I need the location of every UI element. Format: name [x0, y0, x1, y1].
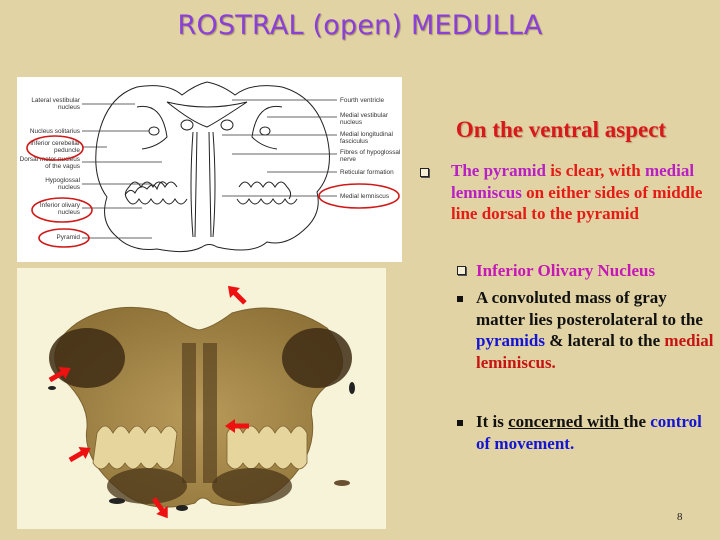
square-bullet-icon	[420, 168, 429, 177]
square-bullet-icon	[457, 266, 466, 275]
arrow-icon	[68, 446, 91, 463]
label-medial-longitudinal-fasciculus: Medial longitudinal	[340, 131, 393, 138]
arrow-icon	[48, 366, 71, 383]
label-fourth-ventricle: Fourth ventricle	[340, 97, 384, 104]
section-heading: On the ventral aspect	[455, 117, 667, 142]
bullet-pyramid-text: The pyramid is clear, with medial lemnis…	[451, 161, 703, 223]
circle-inferior-cerebellar-peduncle	[26, 135, 84, 161]
label-lateral-vestibular-nucleus: Lateral vestibular	[31, 97, 81, 104]
label-nucleus-solitarius: Nucleus solitarius	[30, 128, 80, 135]
label-hypoglossal-nucleus: Hypoglossal	[45, 177, 80, 184]
label-medial-vestibular-nucleus: Medial vestibular	[340, 112, 389, 119]
label-reticular-formation: Reticular formation	[340, 169, 394, 176]
bullet-control-of-movement-text: It is concerned with the control of move…	[476, 412, 702, 453]
bullet-convoluted-mass-text: A convoluted mass of gray matter lies po…	[476, 288, 714, 372]
svg-text:peduncle: peduncle	[54, 147, 80, 154]
label-inferior-olivary-nucleus: Inferior olivary	[40, 202, 81, 209]
svg-text:nucleus: nucleus	[58, 209, 80, 216]
medulla-histology-photo	[17, 268, 386, 529]
red-arrows	[48, 285, 249, 519]
filled-square-bullet-icon	[457, 296, 463, 302]
arrow-icon	[227, 285, 247, 305]
medulla-line-diagram: Lateral vestibular nucleus Nucleus solit…	[17, 77, 402, 262]
svg-text:nucleus: nucleus	[58, 184, 80, 191]
circle-medial-lemniscus	[318, 183, 400, 209]
svg-text:nerve: nerve	[340, 156, 356, 163]
label-medial-lemniscus: Medial lemniscus	[340, 193, 389, 200]
circle-inferior-olivary-nucleus	[31, 197, 93, 223]
svg-text:nucleus: nucleus	[340, 119, 362, 126]
svg-text:of the vagus: of the vagus	[45, 163, 80, 170]
sub-heading-inferior-olivary-nucleus: Inferior Olivary Nucleus	[476, 261, 656, 280]
circle-pyramid	[38, 228, 90, 248]
svg-text:fasciculus: fasciculus	[340, 138, 368, 145]
slide-title: ROSTRAL (open) MEDULLA	[177, 10, 543, 41]
page-number: 8	[677, 511, 683, 523]
arrow-icon	[225, 419, 249, 433]
svg-text:nucleus: nucleus	[58, 104, 80, 111]
arrow-icon	[151, 497, 168, 519]
label-fibres-hypoglossal-nerve: Fibres of hypoglossal	[340, 149, 400, 156]
label-pyramid: Pyramid	[57, 234, 81, 241]
filled-square-bullet-icon	[457, 420, 463, 426]
label-inferior-cerebellar-peduncle: Inferior cerebellar	[30, 140, 81, 147]
